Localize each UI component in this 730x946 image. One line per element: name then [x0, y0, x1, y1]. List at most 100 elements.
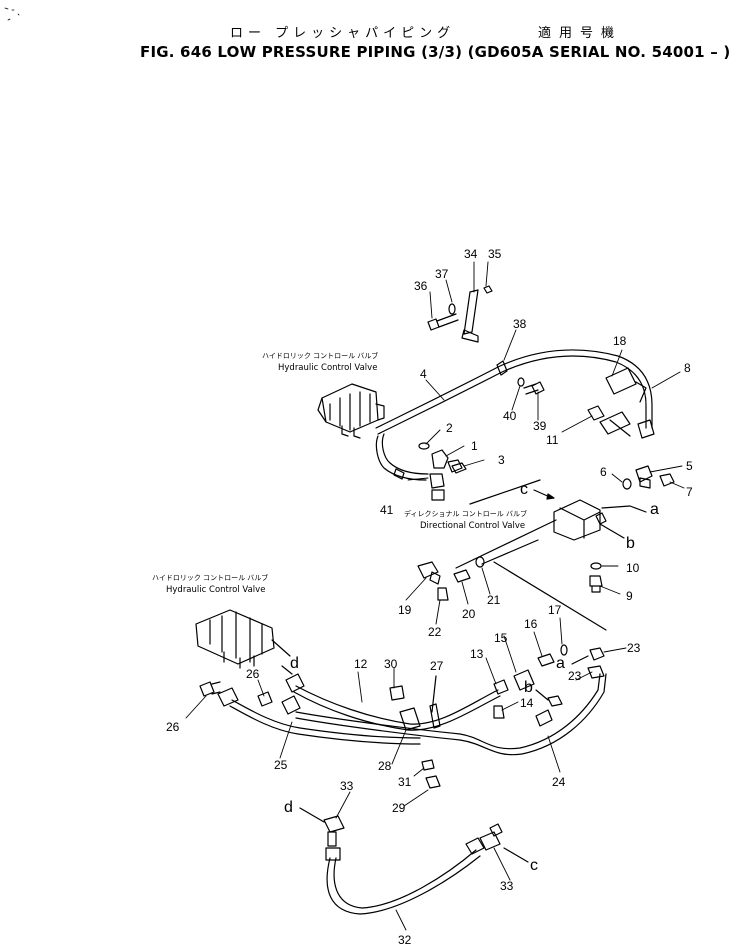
callout-21: 21 — [487, 593, 501, 607]
callout-18: 18 — [613, 334, 627, 348]
hose-end-24 — [535, 709, 553, 727]
leader-b — [599, 523, 625, 539]
fitting-20 — [453, 569, 471, 583]
leader-a — [601, 505, 647, 513]
clip-31 — [421, 759, 435, 771]
callout-1: 1 — [471, 439, 478, 453]
hose-end-d — [285, 673, 305, 693]
callout-14: 14 — [520, 696, 534, 710]
connection-b-upper: b — [626, 535, 635, 552]
bolt-39 — [523, 381, 545, 395]
bolt-29 — [425, 775, 441, 789]
elbow-fitting-1 — [429, 449, 463, 501]
washer-part — [448, 303, 456, 315]
connection-c-lower: c — [530, 857, 538, 874]
o-ring-6 — [622, 478, 632, 490]
fitting-11 — [587, 405, 631, 437]
fitting-23-upper — [589, 647, 605, 661]
callout-35: 35 — [488, 247, 502, 261]
leader-a-lower — [571, 655, 589, 665]
callout-31: 31 — [398, 775, 412, 789]
coupling-15 — [513, 669, 535, 691]
callout-29: 29 — [392, 801, 406, 815]
washer-10 — [590, 562, 602, 570]
o-ring-2 — [418, 442, 430, 450]
hcv-upper-en-label: Hydraulic Control Valve — [278, 363, 377, 373]
connection-a-lower: a — [556, 655, 565, 672]
leader-27 — [431, 675, 437, 713]
pipe-25 — [229, 699, 421, 745]
callout-17: 17 — [548, 603, 562, 617]
fitting-19 — [417, 561, 441, 585]
connection-a-upper: a — [650, 501, 659, 518]
o-ring-21 — [475, 556, 485, 568]
pipe-4 — [375, 349, 653, 435]
callout-34: 34 — [464, 247, 478, 261]
fitting-16 — [537, 653, 555, 667]
callout-39: 39 — [533, 419, 547, 433]
callout-10: 10 — [626, 561, 640, 575]
leader-21 — [481, 539, 539, 565]
callout-38: 38 — [513, 317, 527, 331]
callout-25: 25 — [274, 758, 288, 772]
elbow-5 — [635, 465, 653, 489]
applicable-serial-label: 適用号機 — [538, 26, 623, 41]
callout-30: 30 — [384, 657, 398, 671]
hose-end-left — [217, 687, 239, 707]
callout-36: 36 — [414, 279, 428, 293]
hydraulic-control-valve-lower — [195, 609, 291, 669]
hydraulic-control-valve-upper — [317, 383, 385, 439]
callout-5: 5 — [686, 459, 693, 473]
callout-11: 11 — [546, 433, 559, 447]
callout-8: 8 — [684, 361, 691, 375]
leader-d-lower — [299, 807, 325, 823]
washer-40 — [517, 377, 525, 387]
connection-d-upper: d — [290, 655, 299, 672]
connection-d-lower: d — [284, 799, 293, 816]
plug-9 — [589, 575, 603, 593]
callout-40: 40 — [503, 409, 517, 423]
connection-b-lower: b — [524, 679, 533, 696]
callout-2: 2 — [446, 421, 453, 435]
callout-19: 19 — [398, 603, 412, 617]
bolt-part — [427, 313, 459, 331]
callout-15: 15 — [494, 631, 508, 645]
scan-specks — [4, 7, 20, 21]
clamp-28 — [399, 703, 441, 731]
arrow-c — [546, 493, 555, 500]
callout-20: 20 — [462, 607, 476, 621]
fitting-30 — [389, 685, 405, 701]
hose-41 — [375, 433, 429, 481]
callout-16: 16 — [524, 617, 538, 631]
callout-26-left: 26 — [166, 720, 180, 734]
elbow-33-left — [323, 815, 345, 847]
callout-37: 37 — [435, 267, 449, 281]
leader-c-lower — [503, 847, 529, 863]
callout-9: 9 — [626, 589, 633, 603]
dcv-en-label: Directional Control Valve — [420, 521, 525, 531]
plug-22 — [437, 587, 449, 601]
hose-end-mid — [281, 695, 301, 715]
callout-12: 12 — [354, 657, 368, 671]
callout-7: 7 — [686, 485, 693, 499]
leader-d-upper — [281, 665, 293, 675]
callout-26-right: 26 — [246, 667, 260, 681]
callout-28: 28 — [378, 759, 392, 773]
callout-4: 4 — [420, 367, 427, 381]
callout-41: 41 — [380, 503, 394, 517]
callout-22: 22 — [428, 625, 442, 639]
fitting-13 — [493, 679, 509, 695]
hcv-lower-jp-label: ハイドロリック コントロール バルブ — [152, 573, 268, 582]
fitting-3 — [451, 462, 467, 474]
pipe-18-bracket — [605, 367, 647, 403]
nut-part — [483, 285, 493, 294]
fitting-14 — [493, 705, 505, 719]
hcv-upper-jp-label: ハイドロリック コントロール バルブ — [262, 351, 378, 360]
fitting-26-left — [199, 681, 221, 697]
pipe-12 — [293, 685, 501, 731]
hose-32 — [325, 837, 485, 915]
callout-23-lower: 23 — [568, 669, 582, 683]
pipe-24 — [295, 673, 607, 756]
